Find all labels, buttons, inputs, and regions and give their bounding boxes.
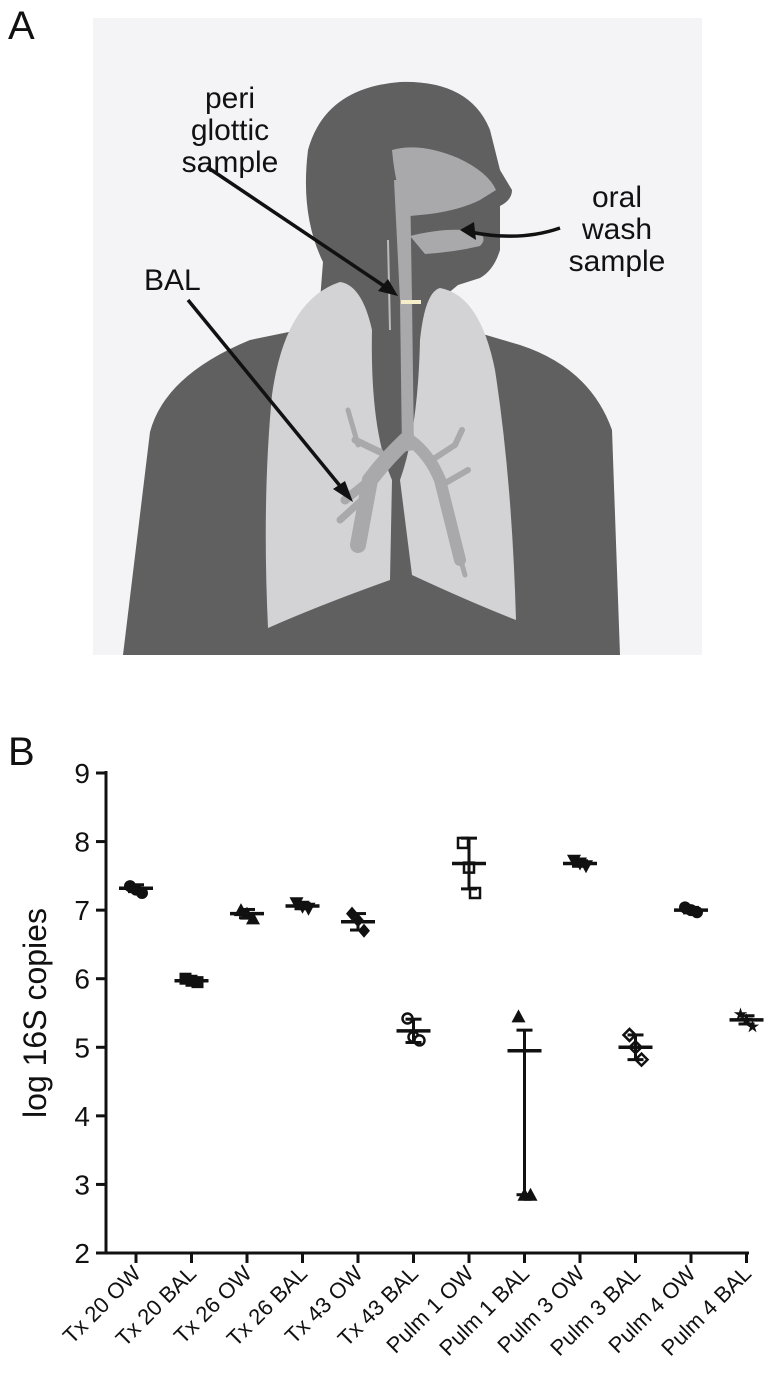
nasal-oral-cavity (392, 147, 496, 216)
arrows (186, 165, 561, 494)
y-tick-label-8: 8 (74, 827, 90, 858)
panel-letter-b: B (8, 730, 35, 774)
y-tick-label-4: 4 (74, 1101, 90, 1132)
y-tick-label-2: 2 (74, 1238, 90, 1269)
panel-letter-a: A (8, 4, 35, 48)
y-tick-label-6: 6 (74, 964, 90, 995)
y-tick-label-9: 9 (74, 758, 90, 789)
mouth-cavity (410, 229, 484, 254)
y-axis-label-group: log 16S copies (17, 908, 53, 1118)
data-marks (119, 836, 764, 1201)
arrow-head-bal (333, 481, 353, 502)
periglottic-sampler (401, 300, 421, 304)
svg-text:wash: wash (581, 213, 652, 246)
svg-text:sample: sample (569, 245, 666, 278)
bronchial-tree (336, 407, 471, 578)
svg-text:peri: peri (205, 82, 255, 115)
point-11-2 (745, 1019, 760, 1033)
arrow-head-periglottic (378, 279, 398, 296)
right-lung (400, 288, 516, 620)
label-oral-wash: oral wash sample (569, 181, 666, 278)
svg-text:sample: sample (182, 146, 279, 179)
y-tick-label-5: 5 (74, 1032, 90, 1063)
airway-diagram: peri glottic sample oral wash sample BAL (93, 18, 702, 655)
point-7-0 (511, 1009, 526, 1023)
y-tick-label-7: 7 (74, 895, 90, 926)
y-tick-label-3: 3 (74, 1169, 90, 1200)
svg-text:oral: oral (592, 181, 642, 214)
y-axis-label: log 16S copies (17, 908, 53, 1118)
label-bal: BAL (144, 264, 201, 297)
trachea (394, 180, 414, 452)
panel-a: peri glottic sample oral wash sample BAL… (0, 0, 764, 670)
svg-text:glottic: glottic (191, 114, 269, 147)
arrow-head-oral (460, 222, 476, 240)
point-11-0 (733, 1007, 748, 1020)
label-periglottic: peri glottic sample (182, 82, 279, 179)
